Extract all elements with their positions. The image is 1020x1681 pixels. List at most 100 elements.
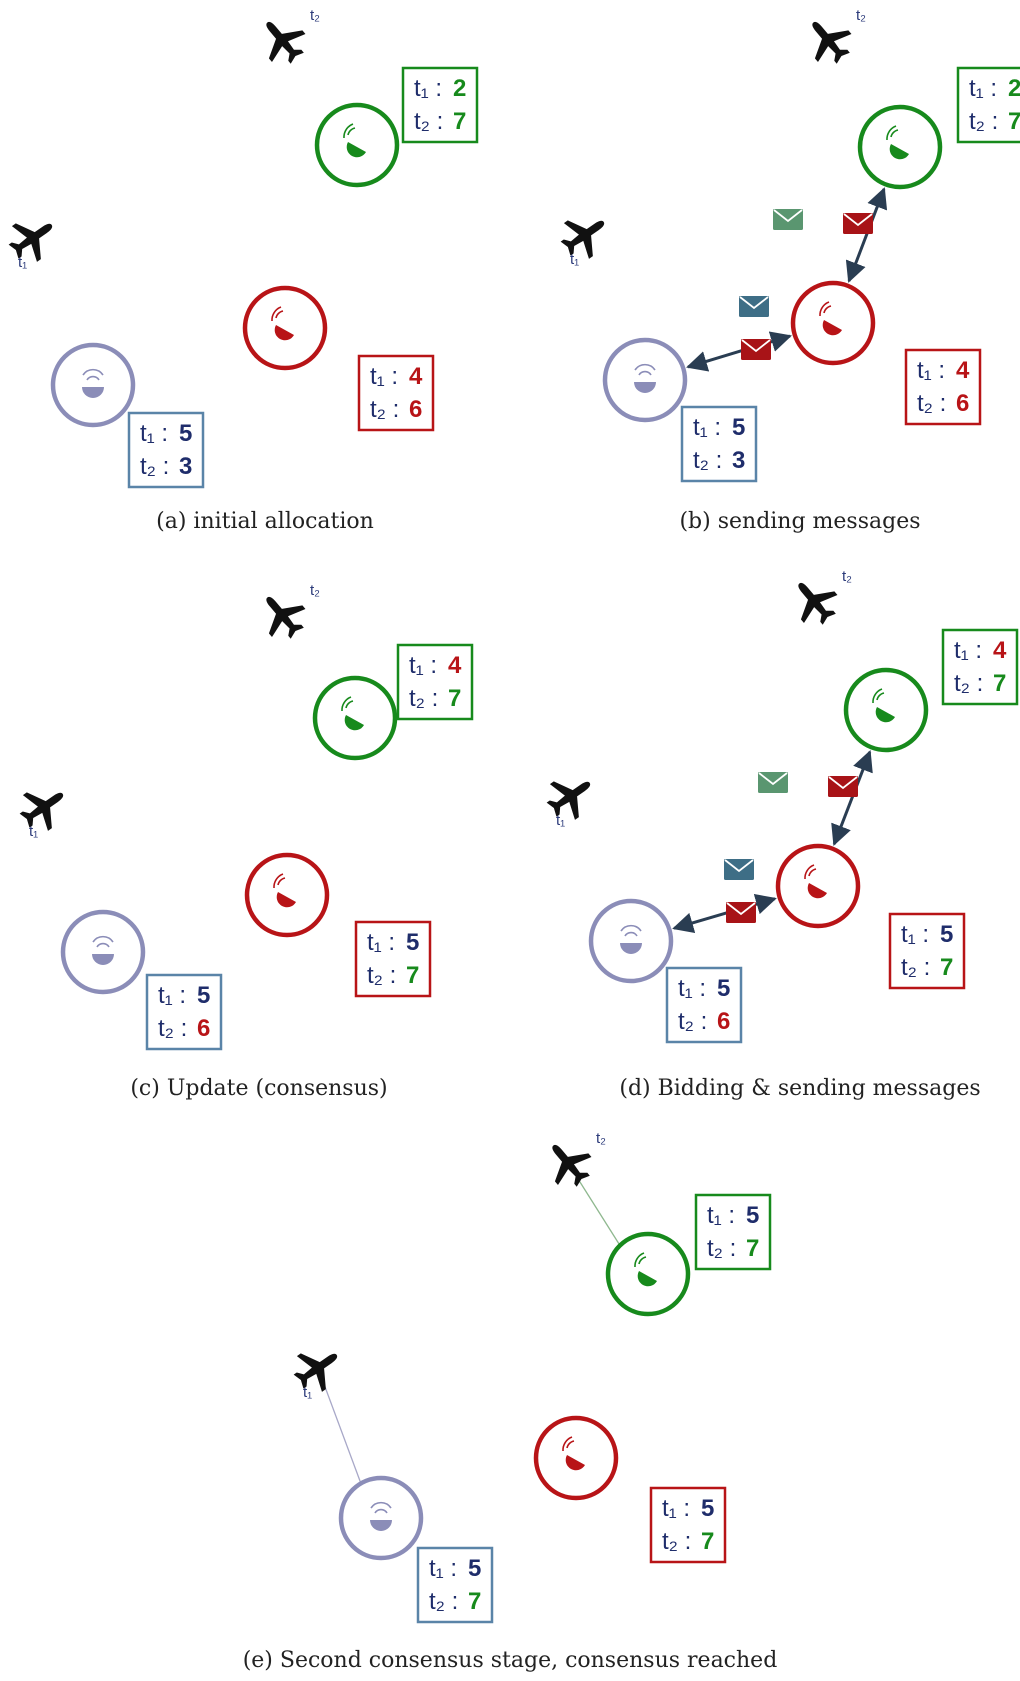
bid-table-green-task-label: t₂ : [969, 108, 998, 135]
bid-table-blue-bid-value: 5 [717, 975, 730, 1002]
agent-blue-ring [50, 342, 136, 428]
bid-table-red-task-label: t₂ : [901, 954, 930, 981]
panel-caption: (d) Bidding & sending messages [619, 1076, 980, 1101]
bid-table-blue-task-label: t₂ : [678, 1008, 707, 1035]
bid-table-blue-frame [665, 966, 743, 1044]
bid-table-green: t₁ :5t₂ :7 [694, 1193, 772, 1271]
bid-table-red-bid-value: 6 [409, 396, 422, 423]
agent-green-antenna-icon [872, 688, 895, 723]
bid-table-green-task-label: t₂ : [414, 108, 443, 135]
bid-table-blue: t₁ :5t₂ :6 [145, 973, 223, 1051]
bid-table-red-bid-value: 5 [406, 929, 419, 956]
bid-table-green-frame [401, 66, 479, 144]
agent-green [857, 104, 943, 190]
bid-table-blue-bid-value: 5 [468, 1555, 481, 1582]
target-t1-plane-icon [293, 1353, 338, 1392]
agent-green-ring [312, 675, 398, 761]
bid-table-green-task-label: t₁ : [969, 75, 997, 102]
bid-table-blue: t₁ :5t₂ :7 [416, 1546, 494, 1624]
agent-green [843, 667, 929, 753]
bid-table-green-bid-value: 2 [453, 75, 466, 102]
bid-table-blue-task-label: t₁ : [140, 420, 168, 447]
target-t2-label: t₂ [596, 1130, 606, 1147]
bid-table-red: t₁ :5t₂ :7 [649, 1486, 727, 1564]
agent-blue-antenna-icon [634, 363, 656, 393]
agent-green [312, 675, 398, 761]
bid-table-red-task-label: t₁ : [370, 363, 398, 390]
bid-table-blue-task-label: t₂ : [693, 447, 722, 474]
bid-table-blue-bid-value: 6 [197, 1015, 210, 1042]
agent-green-antenna-icon [634, 1252, 657, 1287]
bid-table-red-frame [357, 354, 435, 432]
agent-red-ring [244, 852, 330, 938]
bid-table-blue-task-label: t₂ : [140, 453, 169, 480]
comm-link-red-green [845, 187, 888, 283]
bid-table-green: t₁ :4t₂ :7 [396, 643, 474, 721]
target-t2-plane-icon [266, 596, 306, 639]
agent-green-antenna-icon [341, 696, 364, 731]
target-t2-label: t₂ [842, 568, 852, 585]
message-envelope-icon [773, 209, 803, 230]
bid-table-green-bid-value: 7 [453, 108, 466, 135]
target-t1-label: t₁ [18, 254, 27, 271]
bid-table-red: t₁ :4t₂ :6 [904, 348, 982, 426]
bid-table-green-frame [694, 1193, 772, 1271]
agent-blue [50, 342, 136, 428]
target-t2-label: t₂ [310, 7, 320, 24]
bid-table-red-frame [888, 912, 966, 990]
bid-table-red-task-label: t₁ : [662, 1495, 690, 1522]
agent-red [244, 852, 330, 938]
bid-table-green-task-label: t₂ : [409, 685, 438, 712]
agent-red [775, 843, 861, 929]
bid-table-blue-bid-value: 5 [197, 982, 210, 1009]
comm-link-red-green [831, 750, 873, 846]
agent-green-antenna-icon [343, 123, 366, 158]
target-t1-label: t₁ [570, 251, 579, 268]
agent-blue-antenna-icon [92, 935, 114, 965]
bid-table-blue-bid-value: 7 [468, 1588, 481, 1615]
bid-table-red: t₁ :5t₂ :7 [354, 920, 432, 998]
agent-green-ring [605, 1231, 691, 1317]
panel-caption: (e) Second consensus stage, consensus re… [243, 1648, 778, 1673]
bid-table-green-task-label: t₁ : [414, 75, 442, 102]
bid-table-green-bid-value: 4 [448, 652, 462, 679]
agent-blue [588, 898, 674, 984]
bid-table-blue-frame [127, 411, 205, 489]
target-t2-plane-icon [552, 1144, 592, 1187]
agent-red-antenna-icon [271, 306, 294, 341]
bid-table-blue-task-label: t₁ : [678, 975, 706, 1002]
bid-table-green: t₁ : 2 t₂ : 7 [401, 66, 479, 144]
agent-green-ring [843, 667, 929, 753]
bid-table-blue-bid-value: 6 [717, 1008, 730, 1035]
bid-table-blue-frame [416, 1546, 494, 1624]
bid-table-blue-bid-value: 3 [732, 447, 745, 474]
bid-table-green-bid-value: 7 [993, 670, 1006, 697]
target-t2-plane-icon [798, 582, 838, 625]
panel-caption: (b) sending messages [679, 509, 920, 534]
bid-table-green-bid-value: 2 [1008, 75, 1020, 102]
agent-green-ring [314, 102, 400, 188]
target-t1-label: t₁ [303, 1384, 312, 1401]
target-t2-plane-icon [812, 21, 852, 64]
bid-table-blue-bid-value: 5 [179, 420, 192, 447]
agent-blue-ring [338, 1475, 424, 1561]
agent-green [605, 1231, 691, 1317]
bid-table-green-frame [956, 66, 1020, 144]
agent-blue-antenna-icon [82, 368, 104, 398]
bid-table-red-bid-value: 5 [701, 1495, 714, 1522]
bid-table-red-bid-value: 7 [406, 962, 419, 989]
agent-green-ring [857, 104, 943, 190]
bid-table-blue-task-label: t₁ : [429, 1555, 457, 1582]
bid-table-green-frame [396, 643, 474, 721]
agent-blue [60, 909, 146, 995]
bid-table-red-task-label: t₂ : [370, 396, 399, 423]
agent-red [533, 1415, 619, 1501]
bid-table-red-bid-value: 6 [956, 390, 969, 417]
bid-table-green: t₁ :4t₂ :7 [941, 628, 1019, 706]
bid-table-blue-task-label: t₂ : [158, 1015, 187, 1042]
target-t1-label: t₁ [556, 812, 565, 829]
bid-table-green-bid-value: 7 [448, 685, 461, 712]
